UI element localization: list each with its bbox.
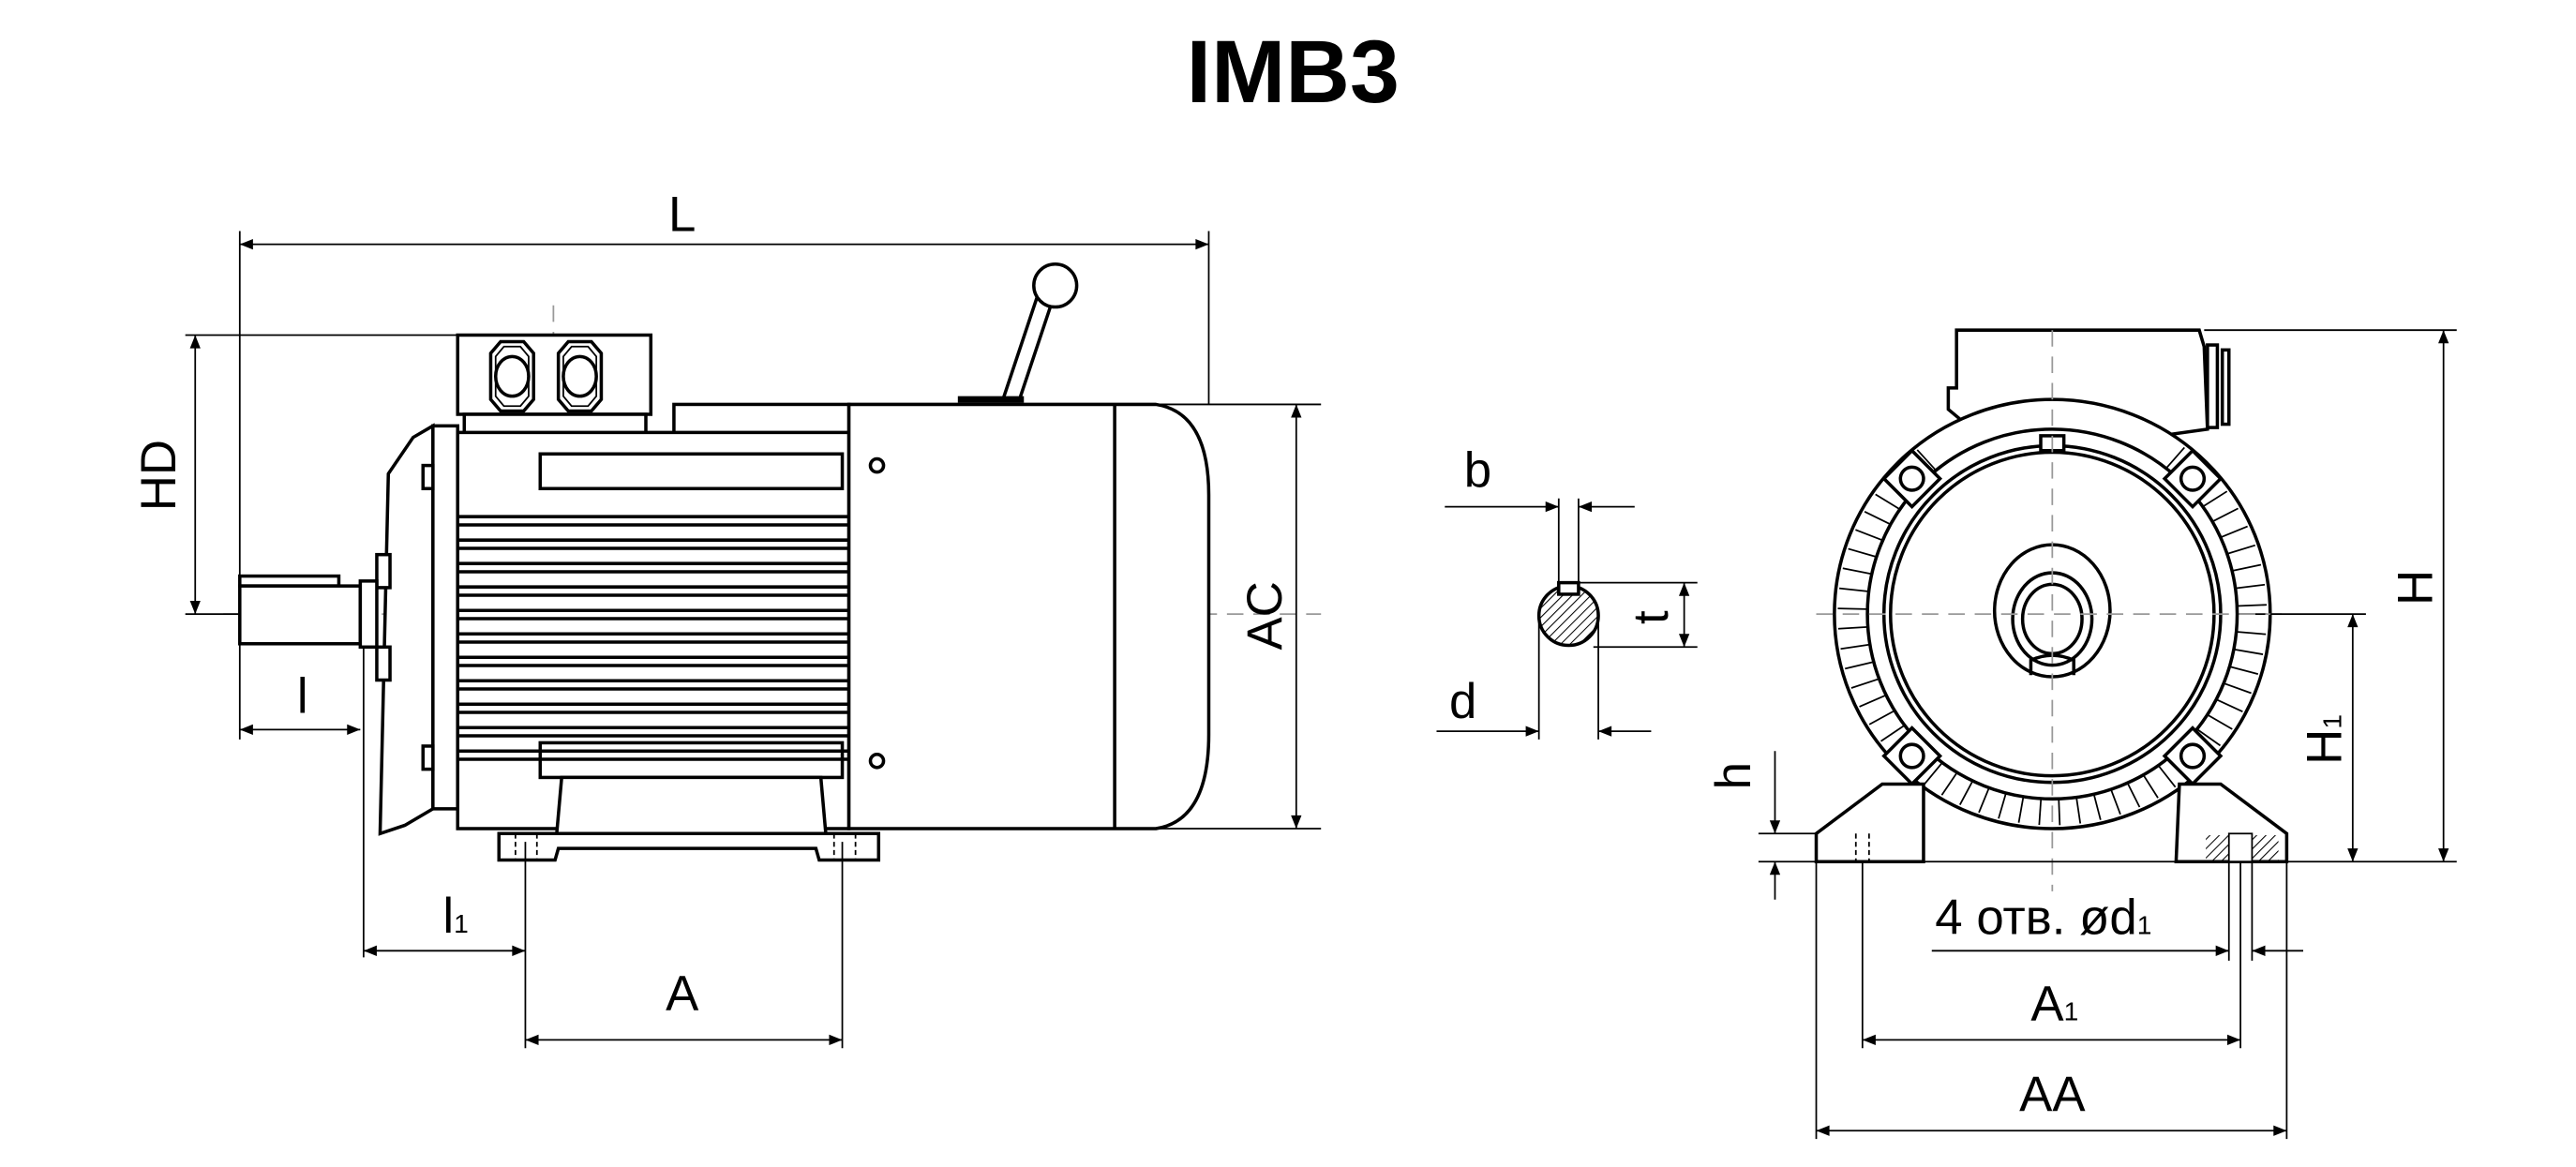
bolt-lug [2162,726,2224,786]
shaft-section: b t d [1436,442,1698,740]
fin [2223,682,2252,695]
fin [2196,728,2221,747]
dim-b-label: b [1464,442,1491,498]
fin [1842,567,1872,576]
cable-gland [488,339,536,413]
fin [1855,529,1883,542]
dim-A-label: A [666,966,699,1022]
fin [2226,544,2256,555]
fin [2202,490,2228,508]
fin [1880,725,1906,742]
side-view: L HD AC l l1 A [131,187,1322,1049]
fin [2215,698,2243,712]
fin [2229,666,2259,675]
dim-l-label: l [297,669,308,725]
fin [2233,648,2264,655]
dimension-lines [1758,329,2457,1140]
fan-cover [846,402,1211,830]
drawing-title: IMB3 [1187,22,1400,122]
terminal-box [456,333,653,436]
mounting-foot [497,775,881,862]
fin [1837,625,1868,630]
end-view: H H1 h 4 отв. ød1 A1 AA [1706,328,2457,1140]
brake-lever [957,262,1079,403]
fin [2237,604,2268,607]
fin [2142,774,2159,799]
fin [1848,547,1877,558]
fin [2017,796,2025,823]
fin [1844,661,1875,670]
cooling-fins [1837,446,2268,826]
fin [1868,710,1895,726]
fin [1839,587,1869,592]
fin [1978,787,1990,814]
fin [2211,507,2239,523]
mounting-foot [1814,782,1925,863]
fin [2075,797,2082,824]
fin [1916,449,1937,471]
dim-L-label: L [668,187,696,243]
fin [2038,798,2043,826]
dim-AA-label: AA [2019,1067,2086,1122]
fin [1924,762,1943,785]
dim-d-label: d [1449,674,1476,729]
cable-gland [556,339,604,413]
fin [2231,563,2262,572]
fin [1850,678,1880,689]
fin [2157,765,2177,788]
fin [2220,525,2248,539]
fin [2236,631,2267,636]
fin [2165,446,2185,470]
fin [2207,713,2233,730]
shaft [238,574,379,650]
mounting-foot [2174,782,2289,863]
dim-l1-label: l1 [442,889,468,944]
fin [2092,794,2102,820]
fin [1958,780,1974,805]
fin [1940,771,1958,796]
fin [1864,511,1892,526]
bolt-lug [1881,448,1943,510]
dim-h-label: h [1706,762,1761,789]
fin [2235,583,2266,590]
fin [2110,788,2121,815]
dim-holes-label: 4 отв. ød1 [1935,890,2151,946]
fin [1875,493,1901,511]
bolt-lug [1881,726,1943,786]
dim-t-label: t [1624,610,1679,624]
fin [1859,694,1887,708]
fin [1840,643,1870,651]
stator-frame [456,430,851,830]
bolt-lug [2162,448,2224,510]
dim-H-label: H [2388,570,2443,606]
dim-AC-label: AC [1237,581,1293,650]
fin [1998,792,2007,819]
dim-HD-label: HD [131,440,187,511]
dim-H1-label: H1 [2297,714,2352,765]
dim-A1-label: A1 [2030,976,2078,1031]
fin [2126,782,2141,808]
fin [1837,607,1868,610]
dimension-lines [185,231,1322,1049]
